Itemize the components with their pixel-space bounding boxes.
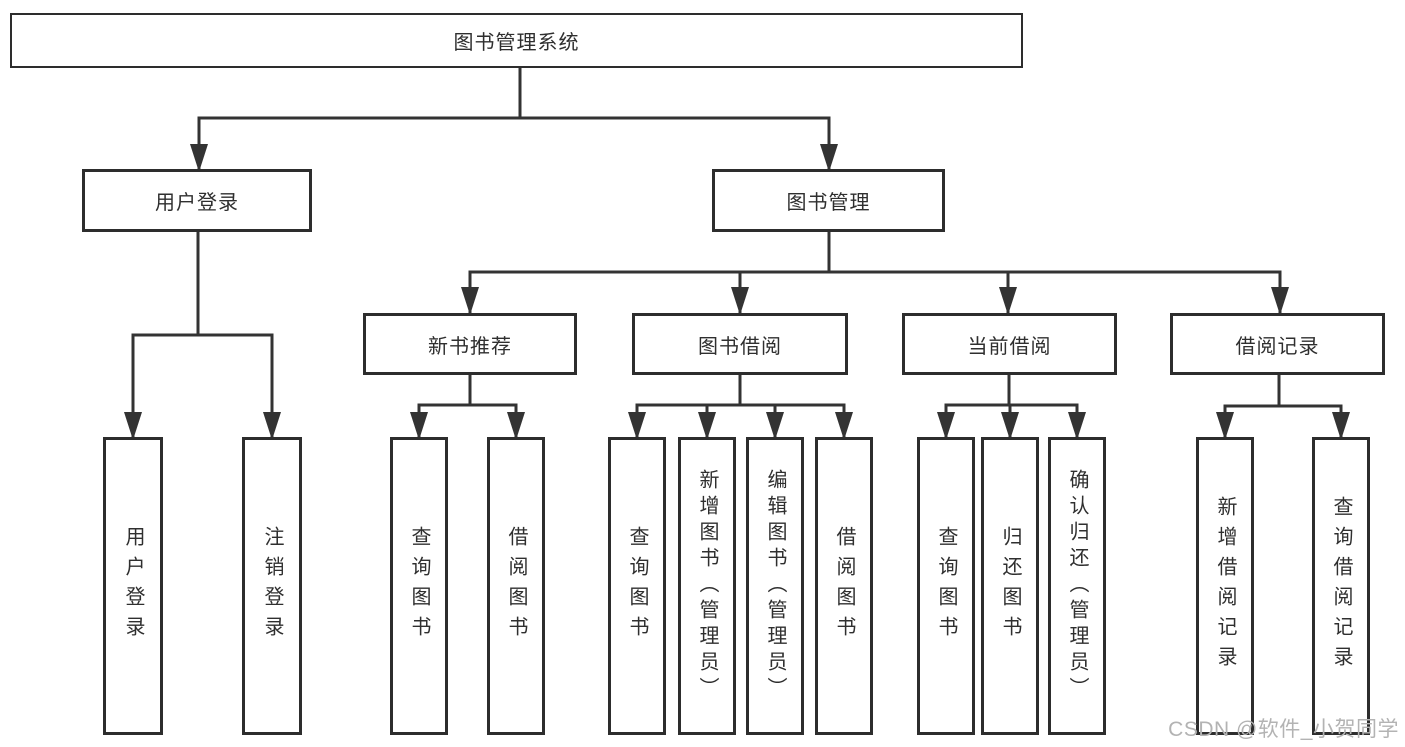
node-book-management: 图书管理 [712, 169, 945, 232]
node-label: 用户登录 [155, 192, 239, 214]
leaf-add-book-admin: 新增图书（管理员） [678, 437, 736, 735]
node-borrow-records: 借阅记录 [1170, 313, 1385, 375]
leaf-confirm-return-admin: 确认归还（管理员） [1048, 437, 1106, 735]
leaf-borrow-books: 借阅图书 [487, 437, 545, 735]
leaf-label: 查询图书 [935, 526, 957, 646]
node-user-login: 用户登录 [82, 169, 312, 232]
node-label: 当前借阅 [967, 335, 1052, 358]
node-label: 借阅记录 [1235, 335, 1320, 358]
leaf-label: 确认归还（管理员） [1066, 469, 1088, 703]
node-book-borrowing: 图书借阅 [632, 313, 848, 375]
leaf-label: 借阅图书 [505, 526, 527, 646]
leaf-label: 编辑图书（管理员） [764, 469, 786, 703]
leaf-label: 借阅图书 [833, 526, 855, 646]
node-label: 图书管理系统 [453, 32, 580, 54]
node-root: 图书管理系统 [10, 13, 1023, 68]
leaf-label: 查询图书 [626, 526, 648, 646]
leaf-label: 新增图书（管理员） [696, 469, 718, 703]
leaf-label: 新增借阅记录 [1214, 496, 1236, 676]
leaf-label: 归还图书 [999, 526, 1021, 646]
node-label: 图书借阅 [698, 335, 782, 358]
watermark: CSDN @软件_小贺同学 [1168, 718, 1399, 741]
leaf-query-books: 查询图书 [390, 437, 448, 735]
leaf-query-books: 查询图书 [608, 437, 666, 735]
node-label: 图书管理 [786, 192, 871, 214]
leaf-label: 用户登录 [122, 526, 144, 646]
leaf-label: 查询图书 [408, 526, 430, 646]
leaf-label: 注销登录 [261, 526, 283, 646]
node-new-book-recommend: 新书推荐 [363, 313, 577, 375]
leaf-user-login: 用户登录 [103, 437, 163, 735]
node-current-borrowing: 当前借阅 [902, 313, 1117, 375]
leaf-borrow-books: 借阅图书 [815, 437, 873, 735]
leaf-logout: 注销登录 [242, 437, 302, 735]
leaf-return-books: 归还图书 [981, 437, 1039, 735]
leaf-label: 查询借阅记录 [1330, 496, 1352, 676]
leaf-add-borrow-record: 新增借阅记录 [1196, 437, 1254, 735]
leaf-query-borrow-record: 查询借阅记录 [1312, 437, 1370, 735]
arrowheads [124, 144, 1350, 440]
leaf-edit-book-admin: 编辑图书（管理员） [746, 437, 804, 735]
node-label: 新书推荐 [428, 335, 512, 358]
leaf-query-books: 查询图书 [917, 437, 975, 735]
